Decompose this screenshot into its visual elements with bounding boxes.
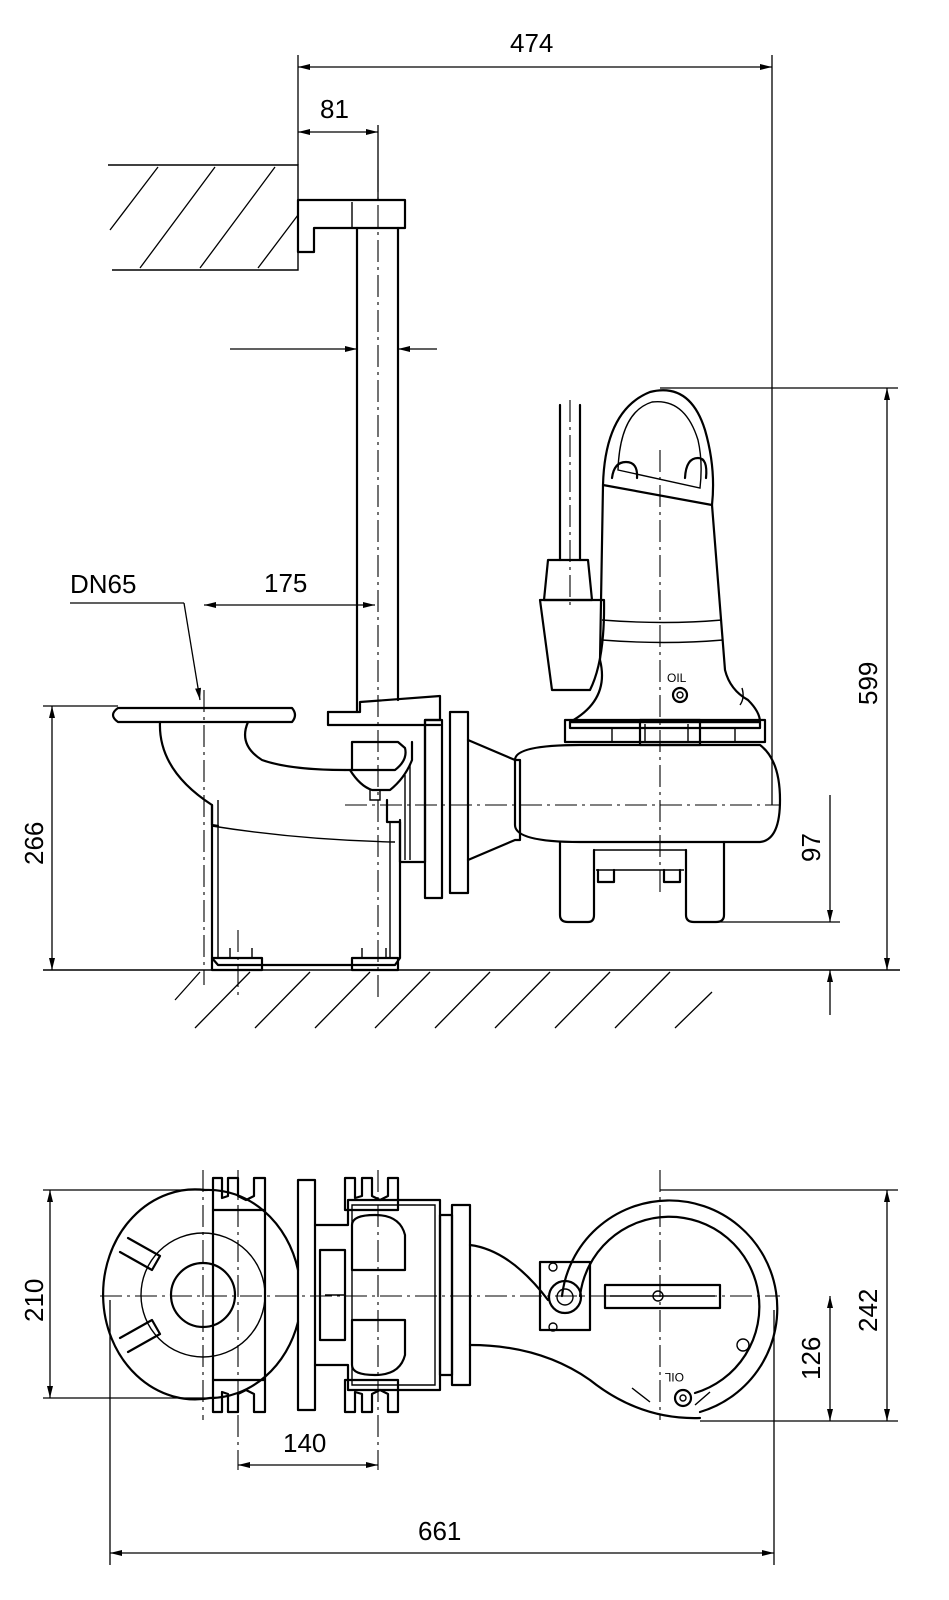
dim-175-text: 175 [264,568,307,598]
front-view: OIL 474 81 [19,28,900,1029]
top-coupling-block [296,1178,442,1412]
dim-overall-length: 661 [109,1300,775,1565]
dim-126-text: 126 [796,1337,826,1380]
oil-label-front: OIL [667,671,687,685]
top-center-lines [100,1170,780,1470]
oil-label-top: OIL [664,1370,684,1384]
dim-599-text: 599 [853,662,883,705]
dim-242-text: 242 [853,1289,883,1332]
dim-foot-height: 97 [715,795,840,1015]
dim-81-text: 81 [320,94,349,124]
pump-volute [423,710,782,924]
dim-rail-offset: 81 [298,94,379,200]
dim-total-height: 599 [660,387,898,970]
dim-140-text: 140 [283,1428,326,1458]
dim-top-width-right: 242 [660,1189,898,1422]
top-view: OIL 210 242 126 [19,1170,898,1565]
floor-hatch [43,969,900,1029]
dim-top-offset-right: 126 [796,1296,833,1421]
dim-97-text: 97 [796,833,826,862]
top-pump-body: OIL [560,1199,779,1414]
dim-pipe-offset: 175 DN65 [70,568,375,701]
front-center-lines [203,170,780,1000]
dim-474-text: 474 [510,28,553,58]
pump-motor: OIL [538,389,767,747]
guide-rail-pipe [355,226,400,714]
dim-base-height: 266 [19,705,118,970]
dim-overall-width: 474 [297,28,773,805]
auto-coupling-base [111,694,442,972]
guide-rail-bracket [296,198,407,254]
dn65-label: DN65 [70,569,136,599]
dim-661-text: 661 [418,1516,461,1546]
top-base-slots [211,1176,400,1414]
dim-bolt-spacing: 140 [238,1428,378,1468]
dim-266-text: 266 [19,822,49,865]
ceiling-hatch [108,164,299,271]
top-flange-ring [102,1188,300,1401]
dim-210-text: 210 [19,1279,49,1322]
dim-top-width-left: 210 [19,1189,213,1399]
top-pump-discharge [438,1203,702,1420]
